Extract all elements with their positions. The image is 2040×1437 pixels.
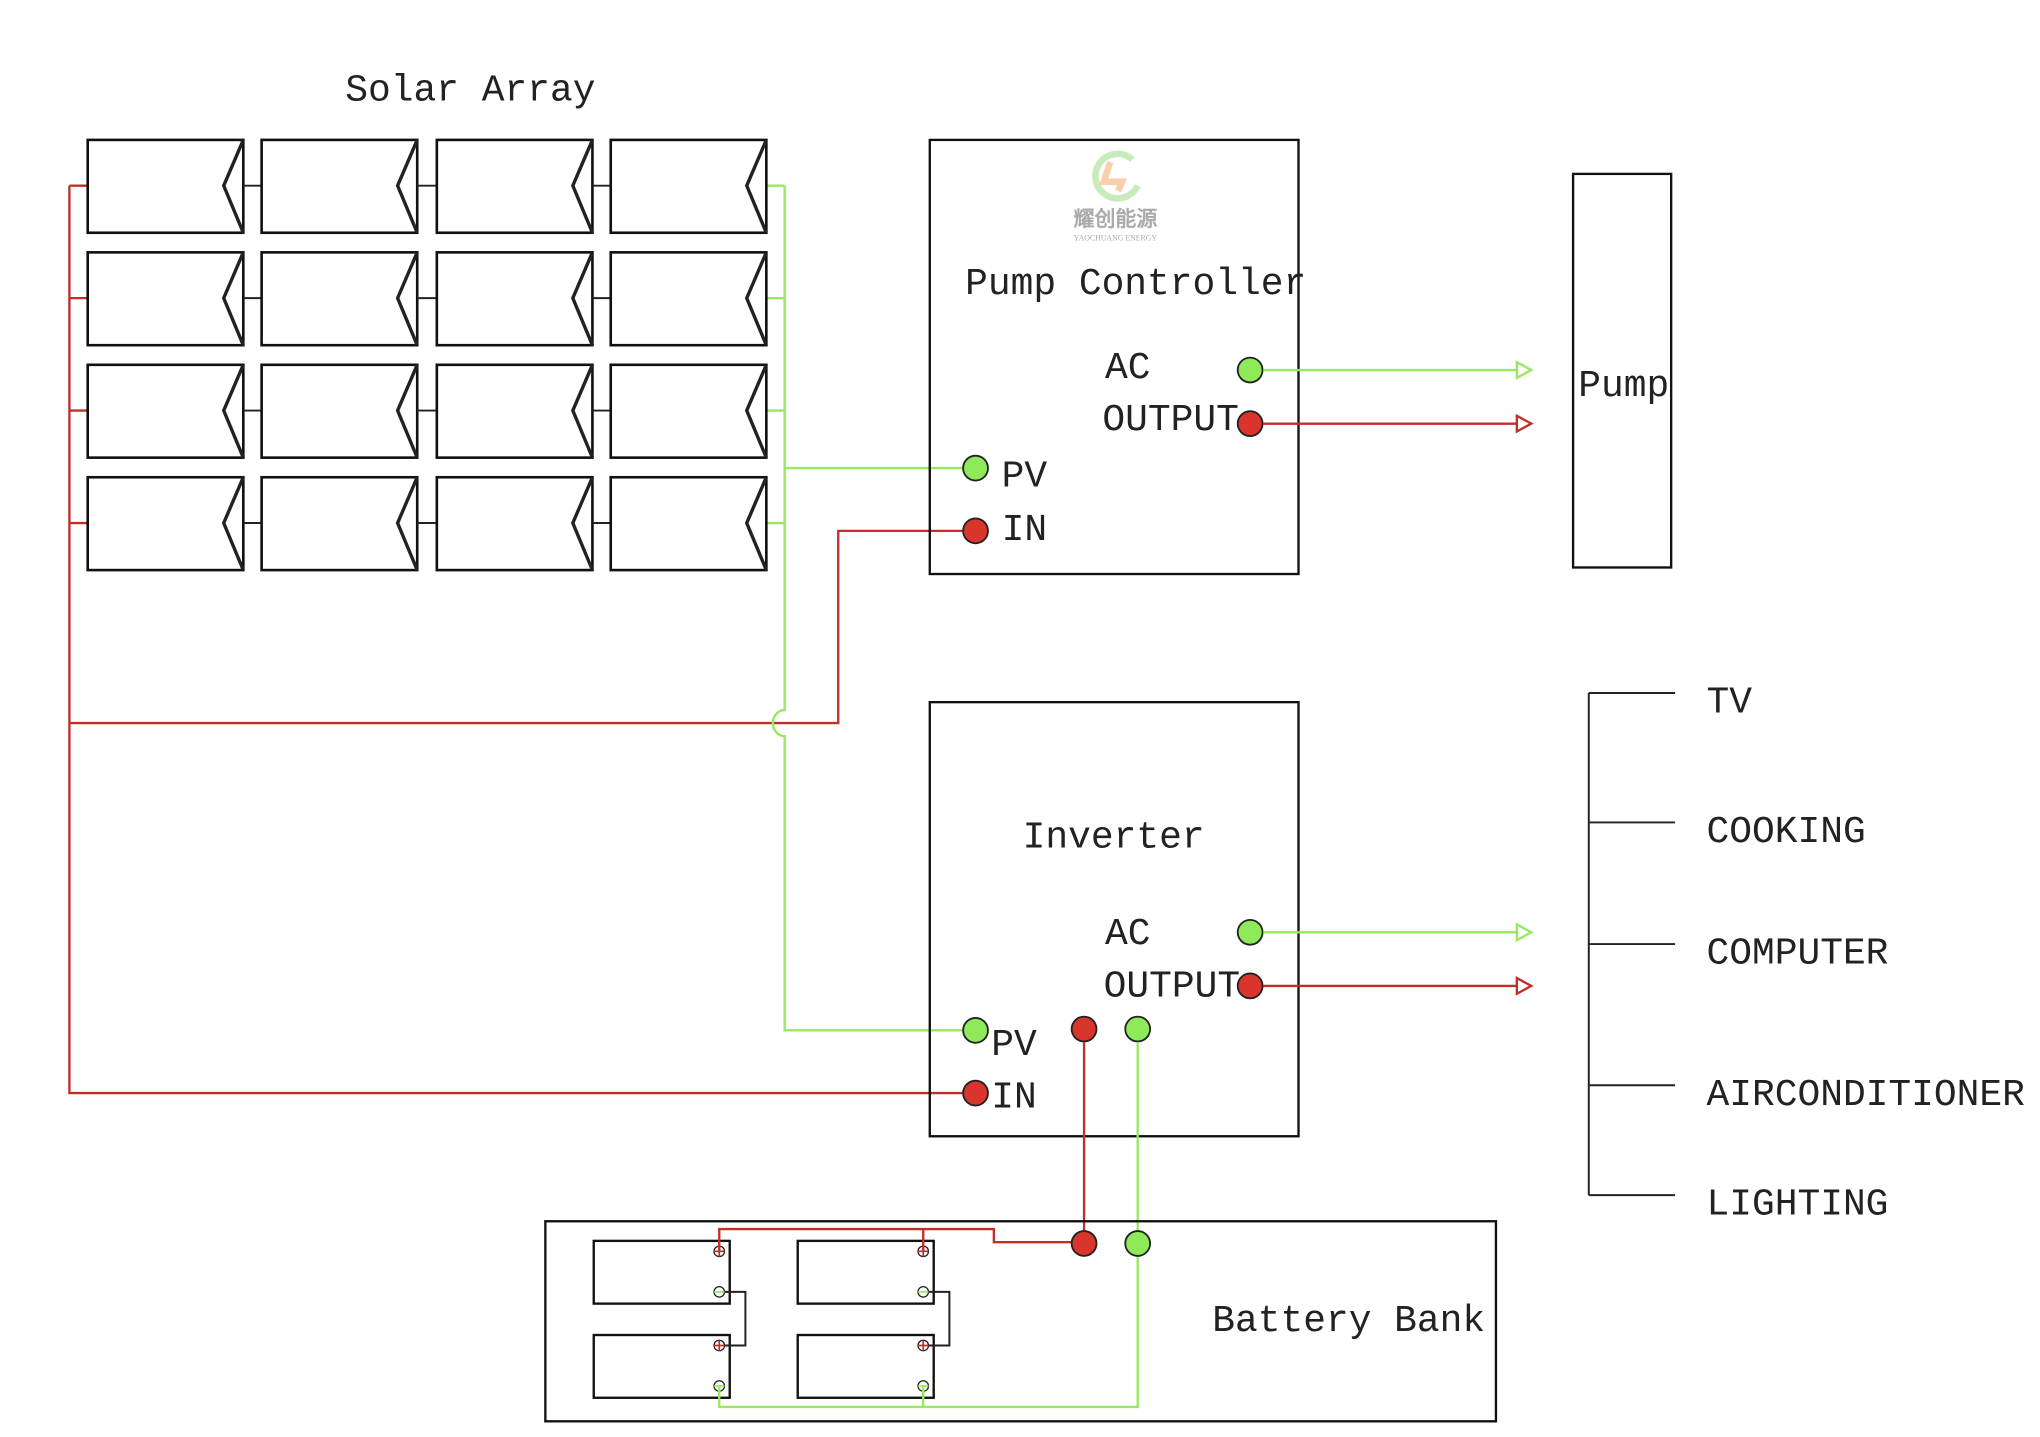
pump-title: Pump	[1578, 365, 1669, 408]
loads-red-wire	[1263, 976, 1534, 996]
panel-chevron-icon	[570, 139, 594, 234]
panel-chevron-icon	[395, 476, 419, 571]
pc-ac-green-terminal	[1236, 356, 1264, 384]
load-label: LIGHTING	[1706, 1184, 1888, 1227]
battery-negative-wire	[718, 1256, 1139, 1409]
loads-list: TV COOKING COMPUTER AIRCONDITIONER LIGHTING	[1587, 682, 2025, 1227]
pc-in-label: IN	[1002, 509, 1048, 552]
battery-bank-red-terminal	[1070, 1230, 1098, 1257]
panel-chevron-icon	[744, 476, 768, 571]
inverter-title: Inverter	[1023, 816, 1205, 859]
inverter-box	[928, 700, 1300, 1138]
logo-text-cn: 耀创能源	[1074, 207, 1158, 231]
pump-red-wire	[1263, 413, 1534, 434]
inv-pv-green-terminal	[962, 1017, 989, 1044]
solar-panel	[86, 251, 245, 347]
load-label: AIRCONDITIONER	[1706, 1074, 2024, 1117]
company-logo: 耀创能源 YAOCHUANG ENERGY	[1074, 150, 1158, 243]
panel-chevron-icon	[570, 476, 594, 571]
battery-bank-green-terminal	[1124, 1230, 1152, 1257]
panel-chevron-icon	[395, 139, 419, 234]
pc-ac-label: AC	[1105, 347, 1151, 390]
panel-chevron-icon	[221, 364, 245, 459]
inv-ac-red-terminal	[1236, 972, 1264, 1000]
inv-pv-label: PV	[991, 1024, 1037, 1067]
logo-text-en: YAOCHUANG ENERGY	[1074, 234, 1158, 243]
panel-chevron-icon	[395, 251, 419, 346]
panel-chevron-icon	[744, 251, 768, 346]
inv-in-label: IN	[991, 1076, 1037, 1119]
battery-bank-title: Battery Bank	[1212, 1300, 1485, 1343]
plus-icon	[714, 1340, 725, 1351]
array-negative-bus	[771, 185, 963, 1032]
solar-panel	[260, 251, 419, 347]
pc-in-red-terminal	[962, 517, 989, 545]
panel-chevron-icon	[221, 251, 245, 346]
solar-array-title: Solar Array	[345, 70, 595, 113]
solar-panel	[435, 363, 594, 459]
battery-series-link	[724, 1290, 747, 1347]
panel-chevron-icon	[744, 139, 768, 234]
controller-pv-in-red-wire	[69, 529, 963, 725]
solar-panel	[609, 138, 768, 235]
panel-chevron-icon	[221, 139, 245, 234]
panel-chevron-icon	[744, 364, 768, 459]
pump-box	[1571, 172, 1673, 569]
battery-series-link	[928, 1290, 951, 1347]
panel-chevron-icon	[570, 364, 594, 459]
solar-panel	[86, 138, 245, 235]
loads-green-wire	[1263, 922, 1534, 943]
solar-panel	[260, 363, 419, 459]
array-positive-bus	[68, 185, 963, 1095]
battery	[592, 1333, 731, 1399]
solar-panel	[435, 251, 594, 347]
inv-battery-green-terminal	[1124, 1015, 1152, 1043]
pc-ac-red-terminal	[1236, 410, 1264, 437]
pc-pv-green-terminal	[962, 454, 989, 482]
solar-panel	[260, 138, 419, 235]
solar-panel	[86, 475, 245, 572]
battery-bank-box	[544, 1220, 1498, 1423]
pc-output-label: OUTPUT	[1102, 399, 1239, 442]
inv-in-red-terminal	[962, 1079, 989, 1107]
inv-battery-red-terminal	[1070, 1015, 1098, 1043]
pump-green-wire	[1263, 360, 1534, 380]
solar-panel	[609, 251, 768, 347]
inv-ac-green-terminal	[1236, 918, 1264, 946]
battery	[796, 1333, 935, 1399]
battery	[592, 1239, 731, 1305]
pump-controller-title: Pump Controller	[965, 263, 1306, 306]
solar-panel	[609, 363, 768, 459]
solar-panel	[609, 475, 768, 572]
panel-chevron-icon	[570, 251, 594, 346]
solar-panel	[435, 475, 594, 572]
batteries	[592, 1239, 951, 1399]
battery-positive-wire	[718, 1227, 1071, 1252]
load-label: COMPUTER	[1706, 933, 1888, 976]
inv-ac-label: AC	[1105, 913, 1151, 956]
pump-controller-box	[928, 138, 1300, 576]
panel-chevron-icon	[395, 364, 419, 459]
solar-panels	[69, 138, 785, 572]
pc-pv-label: PV	[1002, 455, 1048, 498]
load-label: COOKING	[1706, 811, 1865, 854]
inv-output-label: OUTPUT	[1104, 965, 1241, 1008]
load-label: TV	[1706, 682, 1752, 725]
solar-panel	[435, 138, 594, 235]
solar-panel	[260, 475, 419, 572]
battery	[796, 1239, 935, 1305]
solar-panel	[86, 363, 245, 459]
plus-icon	[918, 1340, 929, 1351]
panel-chevron-icon	[221, 476, 245, 571]
